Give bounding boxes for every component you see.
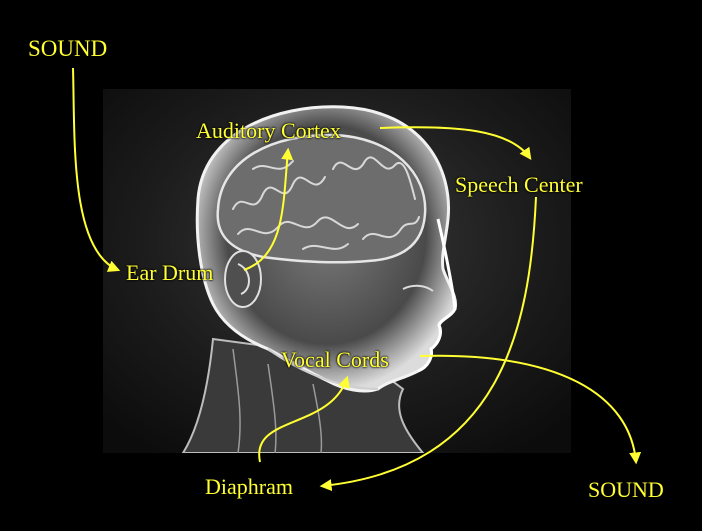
arrow-eardrum-to-auditory bbox=[244, 150, 288, 270]
arrow-auditory-to-speech bbox=[380, 127, 530, 158]
arrow-vocal-to-sound bbox=[420, 356, 636, 462]
label-diaphram: Diaphram bbox=[205, 474, 293, 500]
label-vocal-cords: Vocal Cords bbox=[281, 347, 389, 373]
label-auditory-cortex: Auditory Cortex bbox=[196, 118, 341, 144]
label-sound-output: SOUND bbox=[588, 477, 664, 503]
arrow-speech-to-diaphram bbox=[322, 197, 536, 486]
arrow-diaphram-to-vocal bbox=[259, 378, 347, 462]
arrow-sound-to-eardrum bbox=[73, 68, 118, 270]
label-sound-input: SOUND bbox=[28, 36, 107, 62]
label-ear-drum: Ear Drum bbox=[126, 260, 213, 286]
label-speech-center: Speech Center bbox=[455, 172, 583, 198]
